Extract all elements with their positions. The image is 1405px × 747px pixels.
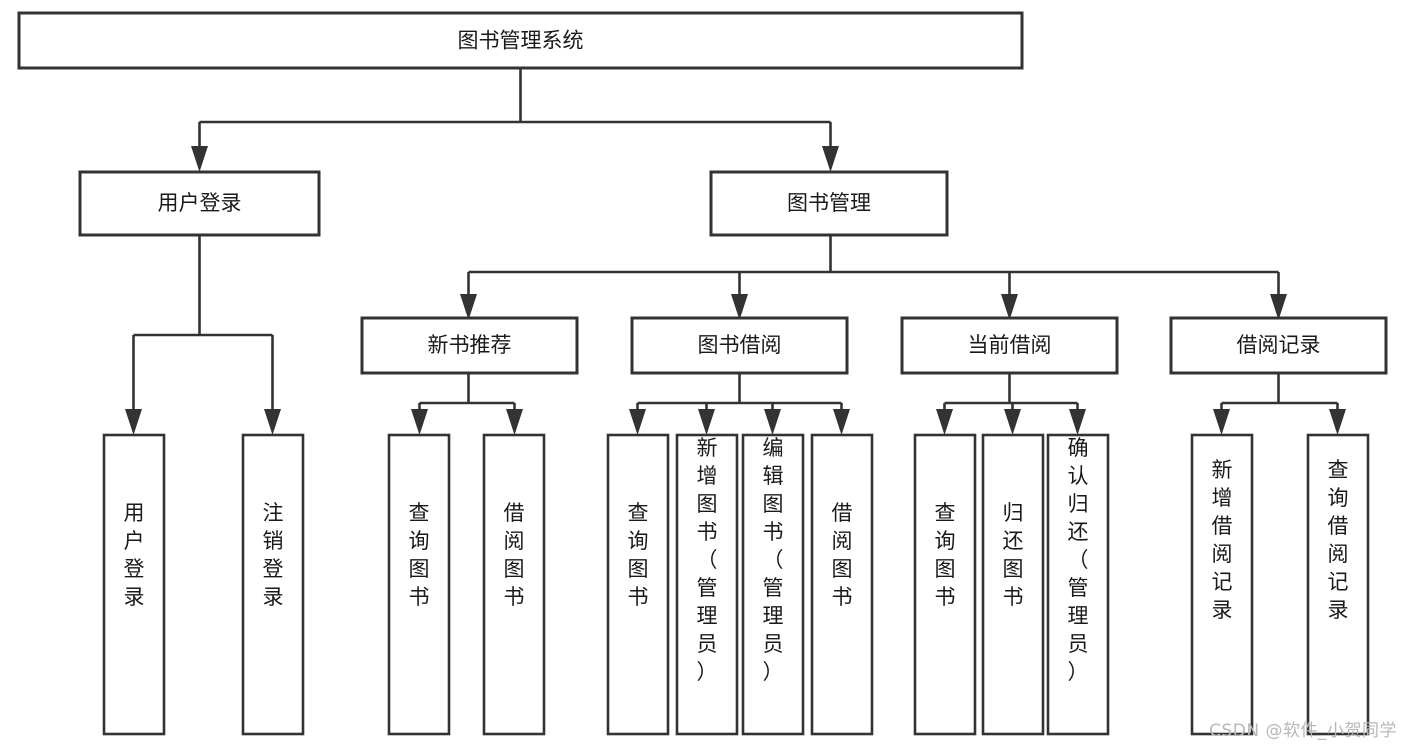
leaf-box-cb-query-book[interactable] [913, 433, 977, 736]
leaf-label-bb-edit-book: 编辑图书（管理员） [763, 436, 784, 684]
leaf-label-bb-add-book: 新增图书（管理员） [697, 436, 718, 684]
arrow-head-br-add-record [1213, 409, 1230, 435]
node-book-management[interactable]: 图书管理 [709, 170, 949, 237]
node-label-user-login: 用户登录 [158, 191, 242, 215]
leaf-node-bb-edit-book[interactable]: 编辑图书（管理员） [741, 433, 805, 736]
leaf-box-br-query-record[interactable] [1306, 433, 1370, 736]
arrow-head-nb-borrow-book [506, 409, 523, 435]
leaf-node-bb-add-book[interactable]: 新增图书（管理员） [675, 433, 739, 736]
node-borrow-record[interactable]: 借阅记录 [1169, 316, 1388, 375]
arrow-head-current-borrow [1001, 294, 1018, 320]
leaf-box-bb-edit-book[interactable] [741, 433, 805, 736]
connector-group-book-mgmt [460, 235, 1287, 320]
node-label-book-borrow: 图书借阅 [698, 333, 782, 357]
leaf-node-bb-borrow-book[interactable]: 借阅图书 [810, 433, 874, 736]
leaf-node-nb-borrow-book[interactable]: 借阅图书 [482, 433, 546, 736]
connector-group-user-login [125, 235, 281, 435]
connector-group-borrow-record [1213, 372, 1346, 435]
node-current-borrow[interactable]: 当前借阅 [900, 316, 1119, 375]
arrow-head-new-book-recommend [460, 294, 477, 320]
leaf-box-nb-query-book[interactable] [387, 433, 451, 736]
node-label-new-book-recommend: 新书推荐 [428, 333, 512, 357]
arrow-head-bb-query-book [629, 409, 646, 435]
leaf-node-user-login-login[interactable]: 用户登录 [102, 433, 166, 736]
node-box-current-borrow[interactable] [900, 316, 1119, 375]
leaf-node-bb-query-book[interactable]: 查询图书 [606, 433, 670, 736]
leaf-label-bb-query-book: 查询图书 [628, 501, 649, 609]
connector-group-root [191, 68, 839, 172]
node-label-borrow-record: 借阅记录 [1237, 333, 1321, 357]
leaf-box-br-add-record[interactable] [1190, 433, 1254, 736]
arrow-head-leaf-user-login [125, 409, 142, 435]
node-box-borrow-record[interactable] [1169, 316, 1388, 375]
arrow-head-leaf-logout [264, 409, 281, 435]
leaf-node-nb-query-book[interactable]: 查询图书 [387, 433, 451, 736]
node-box-book-borrow[interactable] [630, 316, 849, 375]
leaf-box-user-login-logout[interactable] [241, 433, 305, 736]
leaf-label-nb-query-book: 查询图书 [409, 501, 430, 609]
leaf-node-cb-query-book[interactable]: 查询图书 [913, 433, 977, 736]
leaf-label-br-query-record: 查询借阅记录 [1328, 458, 1349, 622]
node-label-root-system: 图书管理系统 [458, 29, 584, 53]
leaf-label-user-login-logout: 注销登录 [263, 501, 284, 609]
leaf-label-nb-borrow-book: 借阅图书 [504, 501, 525, 609]
leaf-box-bb-borrow-book[interactable] [810, 433, 874, 736]
leaf-box-cb-return-book[interactable] [981, 433, 1045, 736]
leaf-box-cb-confirm-return[interactable] [1046, 433, 1110, 736]
arrow-head-bb-add-book [698, 409, 715, 435]
arrow-head-cb-query-book [936, 409, 953, 435]
leaf-label-cb-return-book: 归还图书 [1003, 501, 1024, 609]
node-box-user-login[interactable] [78, 170, 321, 237]
node-new-book-recommend[interactable]: 新书推荐 [360, 316, 579, 375]
arrow-head-book-borrow [731, 294, 748, 320]
node-book-borrow[interactable]: 图书借阅 [630, 316, 849, 375]
node-root-system[interactable]: 图书管理系统 [17, 11, 1024, 70]
node-box-new-book-recommend[interactable] [360, 316, 579, 375]
connector-group-new-book [411, 372, 523, 435]
connector-group-book-borrow [629, 372, 850, 435]
arrow-head-user-login [191, 146, 208, 172]
arrow-head-bb-borrow-book [833, 409, 850, 435]
leaf-box-bb-add-book[interactable] [675, 433, 739, 736]
node-label-current-borrow: 当前借阅 [968, 333, 1052, 357]
connector-group-current-borrow [936, 372, 1086, 435]
leaf-label-bb-borrow-book: 借阅图书 [832, 501, 853, 609]
node-box-root-system[interactable] [17, 11, 1024, 70]
leaf-node-cb-return-book[interactable]: 归还图书 [981, 433, 1045, 736]
leaf-node-br-add-record[interactable]: 新增借阅记录 [1190, 433, 1254, 736]
leaf-label-user-login-login: 用户登录 [124, 501, 145, 609]
arrow-head-bb-edit-book [764, 409, 781, 435]
arrow-head-cb-return-book [1004, 409, 1021, 435]
leaf-label-cb-query-book: 查询图书 [935, 501, 956, 609]
leaf-box-bb-query-book[interactable] [606, 433, 670, 736]
leaf-label-br-add-record: 新增借阅记录 [1212, 458, 1233, 622]
arrow-head-cb-confirm-return [1069, 409, 1086, 435]
arrow-head-br-query-record [1329, 409, 1346, 435]
leaf-node-br-query-record[interactable]: 查询借阅记录 [1306, 433, 1370, 736]
node-box-book-management[interactable] [709, 170, 949, 237]
arrow-head-borrow-record [1270, 294, 1287, 320]
node-user-login[interactable]: 用户登录 [78, 170, 321, 237]
leaf-node-user-login-logout[interactable]: 注销登录 [241, 433, 305, 736]
leaf-label-cb-confirm-return: 确认归还（管理员） [1068, 436, 1089, 684]
node-label-book-management: 图书管理 [787, 191, 871, 215]
leaf-box-nb-borrow-book[interactable] [482, 433, 546, 736]
leaf-node-cb-confirm-return[interactable]: 确认归还（管理员） [1046, 433, 1110, 736]
arrow-head-nb-query-book [411, 409, 428, 435]
leaf-box-user-login-login[interactable] [102, 433, 166, 736]
arrow-head-book-mgmt [822, 146, 839, 172]
